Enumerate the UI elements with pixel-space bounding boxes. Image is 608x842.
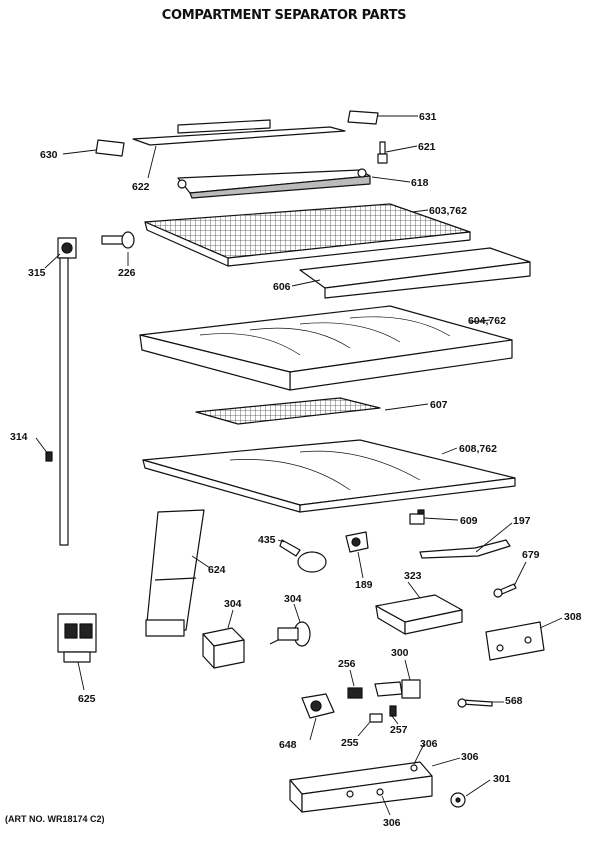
part-300-control [374,679,421,699]
part-618-hinge-bar [177,168,371,199]
callout-304-left: 304 [224,598,242,610]
callout-679: 679 [522,549,540,561]
part-679-screw [493,583,517,598]
callout-257: 257 [390,724,408,736]
part-622-rail [132,119,346,146]
callout-606: 606 [273,281,291,293]
callout-197: 197 [513,515,531,527]
callout-625: 625 [78,693,96,705]
callout-306-right: 306 [461,751,479,763]
part-301-knob [450,792,466,808]
callout-315: 315 [28,267,46,279]
leader-lines [35,115,563,816]
part-609-clip [409,509,425,525]
part-608-panel [142,439,516,513]
callout-435: 435 [258,534,276,546]
callout-604-762: 604,762 [468,315,506,327]
callout-255: 255 [341,737,359,749]
callout-308: 308 [564,611,582,623]
part-306-bracket [289,761,433,813]
callout-603-762: 603,762 [429,205,467,217]
part-323-housing [375,594,463,635]
diagram-title: COMPARTMENT SEPARATOR PARTS [161,8,407,23]
callout-631: 631 [419,111,437,123]
callout-607: 607 [430,399,448,411]
part-304-timer-left [202,627,245,669]
part-648-motor [301,693,335,719]
part-256-relay [347,687,363,699]
callout-306-top: 306 [420,738,438,750]
part-257-resistor [389,705,397,717]
part-308-bracket [485,621,545,661]
part-197-strip [419,539,511,559]
part-435-bulb [279,539,327,573]
callout-618: 618 [411,177,429,189]
callout-labels: 631 630 621 622 618 603,762 226 315 606 … [10,111,582,829]
callout-323: 323 [404,570,422,582]
callout-256: 256 [338,658,356,670]
part-606-trim [299,247,531,299]
part-607-mesh [195,397,381,425]
callout-609: 609 [460,515,478,527]
callout-608-762: 608,762 [459,443,497,455]
callout-306-bottom: 306 [383,817,401,829]
part-568-screw [457,698,493,708]
callout-568: 568 [505,695,523,707]
part-315-bracket [57,237,77,259]
part-255-capacitor [369,713,383,723]
callout-226: 226 [118,267,136,279]
callout-189: 189 [355,579,373,591]
callout-301: 301 [493,773,511,785]
callout-300: 300 [391,647,409,659]
part-189-socket [345,531,369,553]
part-625-switch [57,613,97,663]
callout-648: 648 [279,739,297,751]
callout-304-right: 304 [284,593,302,605]
part-304-thermostat-right [269,621,311,647]
part-630-tab [95,139,125,157]
part-631-tab [347,110,379,125]
part-624-duct [145,509,205,637]
callout-630: 630 [40,149,58,161]
part-603-shelf [144,203,471,267]
callout-621: 621 [418,141,436,153]
part-226-bolt [101,231,135,249]
callout-314: 314 [10,431,28,443]
part-314-rod [45,257,69,546]
art-number: (ART NO. WR18174 C2) [5,814,105,824]
part-604-panel [139,305,513,391]
callout-624: 624 [208,564,226,576]
callout-622: 622 [132,181,150,193]
part-621-pin [377,141,388,164]
